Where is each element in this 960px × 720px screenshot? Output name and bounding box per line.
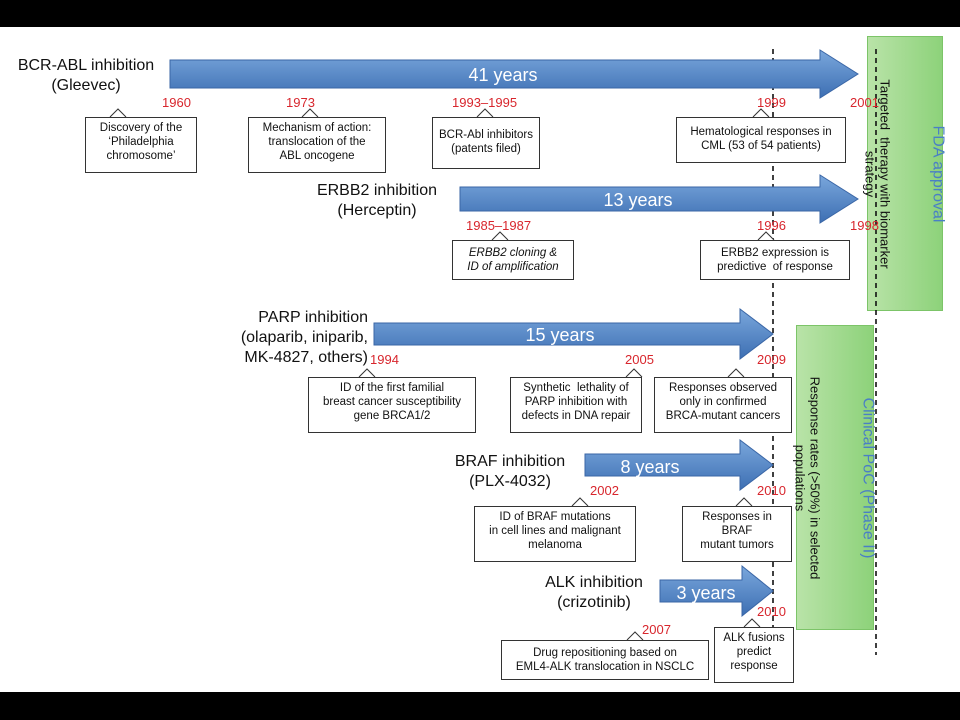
year-2010-alk: 2010: [757, 604, 786, 619]
arrow-erbb2: 13 years: [459, 174, 859, 224]
year-2007: 2007: [642, 622, 671, 637]
year-1999: 1999: [757, 95, 786, 110]
year-1973: 1973: [286, 95, 315, 110]
callout-pointers: [109, 108, 775, 641]
arrow-label-3-years: 3 years: [676, 583, 735, 603]
box-mechanism-of-action: Mechanism of action: translocation of th…: [248, 117, 386, 173]
fda-approval-panel: FDA approval Targeted therapy with bioma…: [863, 36, 947, 311]
arrow-label-41-years: 41 years: [468, 65, 537, 85]
box-hematological-responses: Hematological responses in CML (53 of 54…: [676, 117, 846, 163]
clinical-poc-panel: Clinical PoC (Phase II) Response rates (…: [793, 325, 877, 630]
row-title-parp: PARP inhibition (olaparib, iniparib, MK-…: [240, 309, 368, 366]
arrow-braf: 8 years: [584, 438, 774, 492]
arrow-label-15-years: 15 years: [525, 325, 594, 345]
box-erbb2-expression: ERBB2 expression is predictive of respon…: [700, 240, 850, 280]
year-1994: 1994: [370, 352, 399, 367]
row-title-erbb2: ERBB2 inhibition (Herceptin): [316, 182, 438, 219]
arrow-bcr-abl: 41 years: [169, 49, 859, 99]
year-2001: 2001: [850, 95, 879, 110]
box-alk-fusions: ALK fusions predict response: [714, 627, 794, 683]
row-title-alk: ALK inhibition (crizotinib): [545, 574, 643, 611]
row-title-braf: BRAF inhibition (PLX-4032): [454, 453, 566, 490]
box-bcr-abl-inhibitors: BCR-Abl inhibitors (patents filed): [432, 117, 540, 169]
arrow-alk: 3 years: [659, 564, 774, 618]
year-1993-1995: 1993–1995: [452, 95, 518, 110]
year-2005: 2005: [625, 352, 654, 367]
year-1960: 1960: [162, 95, 191, 110]
year-1985-1987: 1985–1987: [466, 218, 532, 233]
year-1996: 1996: [757, 218, 786, 233]
arrow-label-8-years: 8 years: [620, 457, 679, 477]
box-brca-responses: Responses observed only in confirmed BRC…: [654, 377, 792, 433]
row-title-bcr-abl: BCR-ABL inhibition (Gleevec): [17, 57, 155, 94]
box-braf-mutations: ID of BRAF mutations in cell lines and m…: [474, 506, 636, 562]
box-philadelphia-chromosome: Discovery of the ‘Philadelphia chromosom…: [85, 117, 197, 173]
box-brca-gene-id: ID of the first familial breast cancer s…: [308, 377, 476, 433]
arrow-label-13-years: 13 years: [603, 190, 672, 210]
year-2002: 2002: [590, 483, 619, 498]
box-erbb2-cloning: ERBB2 cloning & ID of amplification: [452, 240, 574, 280]
box-braf-responses: Responses in BRAF mutant tumors: [682, 506, 792, 562]
year-2010-braf: 2010: [757, 483, 786, 498]
year-1998: 1998: [850, 218, 879, 233]
diagram-graphics: 41 years 13 years 15 years 8 years 3 yea…: [109, 49, 877, 667]
year-2009: 2009: [757, 352, 786, 367]
arrow-parp: 15 years: [373, 307, 774, 361]
timeline-diagram: FDA approval Targeted therapy with bioma…: [0, 27, 960, 692]
box-synthetic-lethality: Synthetic lethality of PARP inhibition w…: [510, 377, 642, 433]
box-drug-repositioning: Drug repositioning based on EML4-ALK tra…: [501, 640, 709, 680]
